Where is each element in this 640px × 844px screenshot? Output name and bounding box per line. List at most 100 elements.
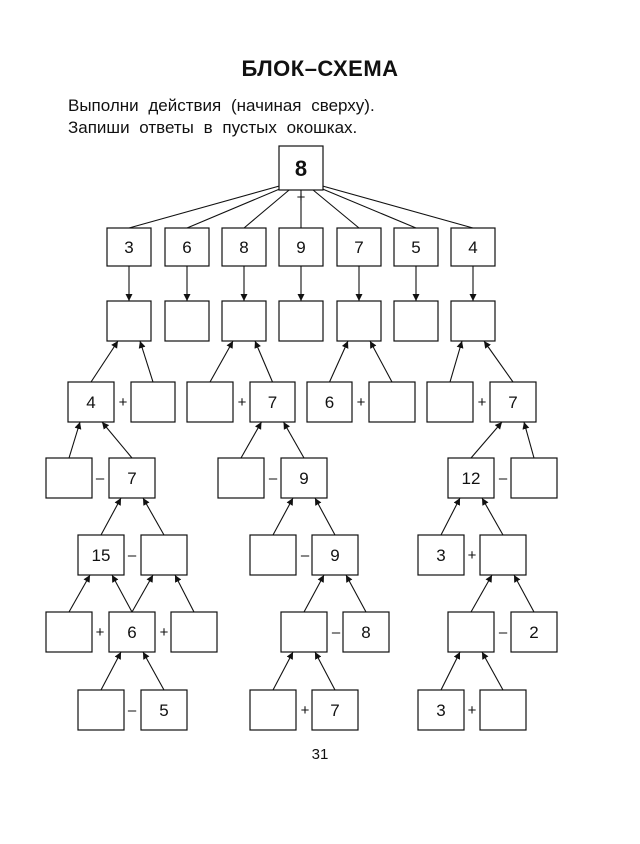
box-frame <box>479 689 527 731</box>
box-value: 8 <box>239 238 248 257</box>
connector-arrow <box>440 497 461 536</box>
connector-arrow <box>142 651 165 691</box>
number-box: 12 <box>447 457 495 499</box>
answer-box[interactable] <box>426 381 474 423</box>
connector-arrow <box>142 497 165 536</box>
answer-box[interactable] <box>447 611 495 653</box>
answer-box[interactable] <box>186 381 234 423</box>
connector-arrow <box>90 340 119 383</box>
box-value: 7 <box>268 393 277 412</box>
box-value: 9 <box>296 238 305 257</box>
connector-arrow <box>481 651 504 691</box>
number-box: 7 <box>249 381 296 423</box>
box-value: 7 <box>330 701 339 720</box>
connector-arrow <box>240 421 262 459</box>
box-frame <box>140 689 188 731</box>
box-frame <box>417 689 465 731</box>
box-frame <box>489 381 537 423</box>
plus-operator: + <box>119 394 128 411</box>
box-value: 4 <box>468 238 477 257</box>
plus-operator: + <box>478 394 487 411</box>
number-box: 9 <box>278 227 324 267</box>
box-frame <box>221 227 267 267</box>
box-value: 6 <box>325 393 334 412</box>
minus-operator: – <box>499 470 508 487</box>
box-frame <box>140 534 188 576</box>
connector-arrow <box>328 340 349 383</box>
plus-operator: + <box>468 702 477 719</box>
number-box: 7 <box>311 689 359 731</box>
instruction-line-1: Выполни действия (начиная сверху). <box>68 96 375 115</box>
box-value: 2 <box>529 623 538 642</box>
connector-arrow <box>345 574 367 613</box>
box-frame <box>45 611 93 653</box>
box-frame <box>278 227 324 267</box>
answer-box[interactable] <box>249 689 297 731</box>
answer-box[interactable] <box>249 534 297 576</box>
answer-box[interactable] <box>221 300 267 342</box>
box-value: 7 <box>354 238 363 257</box>
answer-box[interactable] <box>450 300 496 342</box>
connector-arrow <box>483 340 514 383</box>
box-value: 5 <box>159 701 168 720</box>
answer-box[interactable] <box>140 534 188 576</box>
answer-box[interactable] <box>336 300 382 342</box>
box-frame <box>450 227 496 267</box>
connector-arrow <box>272 497 294 536</box>
number-box: 6 <box>306 381 353 423</box>
connector-arrow <box>314 497 336 536</box>
connector-line <box>300 179 474 229</box>
number-box: 8 <box>278 145 324 191</box>
connector-arrow <box>68 421 82 459</box>
plus-operator: + <box>238 394 247 411</box>
connector-arrow <box>174 574 195 613</box>
answer-box[interactable] <box>368 381 416 423</box>
answer-box[interactable] <box>106 300 152 342</box>
minus-operator: – <box>128 547 137 564</box>
connector-arrow <box>101 421 133 459</box>
box-frame <box>45 457 93 499</box>
box-value: 3 <box>436 546 445 565</box>
answer-box[interactable] <box>479 689 527 731</box>
box-frame <box>249 534 297 576</box>
box-frame <box>368 381 416 423</box>
number-box: 3 <box>417 534 465 576</box>
answer-box[interactable] <box>217 457 265 499</box>
number-box: 6 <box>108 611 156 653</box>
box-frame <box>311 534 359 576</box>
plus-operator: + <box>96 624 105 641</box>
box-frame <box>106 227 152 267</box>
box-frame <box>130 381 176 423</box>
answer-box[interactable] <box>280 611 328 653</box>
answer-box[interactable] <box>130 381 176 423</box>
connector-line <box>128 179 302 229</box>
connector-arrow <box>303 574 325 613</box>
number-box: 4 <box>450 227 496 267</box>
connector-arrow <box>470 421 503 459</box>
box-value: 8 <box>295 156 307 181</box>
box-frame <box>336 227 382 267</box>
box-frame <box>306 381 353 423</box>
answer-box[interactable] <box>510 457 558 499</box>
box-frame <box>67 381 115 423</box>
box-value: 6 <box>127 623 136 642</box>
minus-operator: – <box>301 547 310 564</box>
box-frame <box>447 611 495 653</box>
answer-box[interactable] <box>393 300 439 342</box>
answer-box[interactable] <box>278 300 324 342</box>
answer-box[interactable] <box>77 689 125 731</box>
box-frame <box>510 457 558 499</box>
answer-box[interactable] <box>45 611 93 653</box>
answer-box[interactable] <box>164 300 210 342</box>
answer-box[interactable] <box>170 611 218 653</box>
number-box: 8 <box>342 611 390 653</box>
answer-box[interactable] <box>45 457 93 499</box>
number-box: 9 <box>280 457 328 499</box>
box-frame <box>450 300 496 342</box>
answer-box[interactable] <box>479 534 527 576</box>
number-box: 7 <box>489 381 537 423</box>
box-frame <box>217 457 265 499</box>
instruction-line-2: Запиши ответы в пустых окошках. <box>68 118 358 137</box>
box-value: 7 <box>508 393 517 412</box>
box-frame <box>426 381 474 423</box>
